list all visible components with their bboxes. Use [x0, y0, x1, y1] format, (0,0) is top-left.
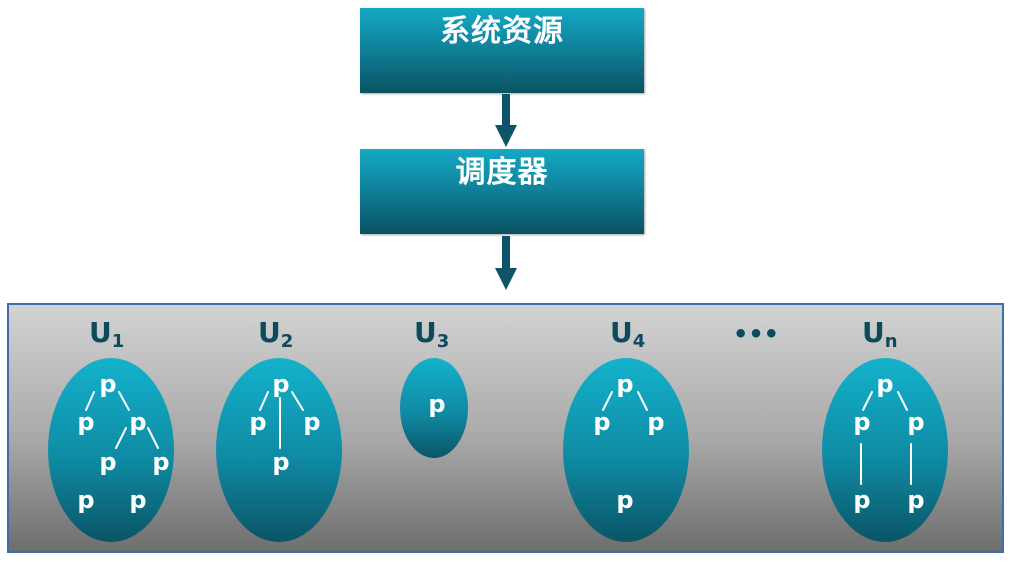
process-node: p — [853, 486, 870, 514]
user-label-un: Un — [862, 316, 898, 352]
process-node: p — [272, 370, 289, 398]
user-u4-process-group — [563, 358, 689, 542]
process-node: p — [77, 408, 94, 436]
process-node: p — [77, 486, 94, 514]
process-node: p — [616, 486, 633, 514]
system-resources-label: 系统资源 — [440, 14, 564, 49]
system-resources-box: 系统资源 — [360, 8, 644, 93]
user-label-u2: U2 — [258, 316, 293, 352]
process-node: p — [99, 448, 116, 476]
down-arrow-resources-to-scheduler — [495, 94, 517, 149]
user-label-u1: U1 — [89, 316, 124, 352]
process-node: p — [647, 408, 664, 436]
process-node: p — [853, 408, 870, 436]
process-tree-edges — [85, 391, 912, 485]
user-u2-process-group — [216, 358, 342, 542]
process-node: p — [907, 408, 924, 436]
ellipsis: ••• — [733, 320, 779, 348]
scheduler-label: 调度器 — [455, 155, 549, 190]
process-node: p — [249, 408, 266, 436]
process-node: p — [428, 390, 445, 418]
process-node: p — [129, 408, 146, 436]
process-node: p — [303, 408, 320, 436]
process-node: p — [593, 408, 610, 436]
user-label-u3: U3 — [414, 316, 449, 352]
process-node: p — [272, 448, 289, 476]
process-node: p — [876, 370, 893, 398]
user-u3-process-group — [400, 358, 468, 458]
user-label-u4: U4 — [610, 316, 645, 352]
process-node: p — [152, 448, 169, 476]
user-un-process-group — [822, 358, 948, 542]
process-node: p — [99, 370, 116, 398]
process-node: p — [129, 486, 146, 514]
down-arrow-scheduler-to-users — [495, 236, 517, 292]
scheduler-box: 调度器 — [360, 149, 644, 234]
process-node: p — [907, 486, 924, 514]
user-u1-process-group — [48, 358, 174, 542]
process-node: p — [616, 370, 633, 398]
